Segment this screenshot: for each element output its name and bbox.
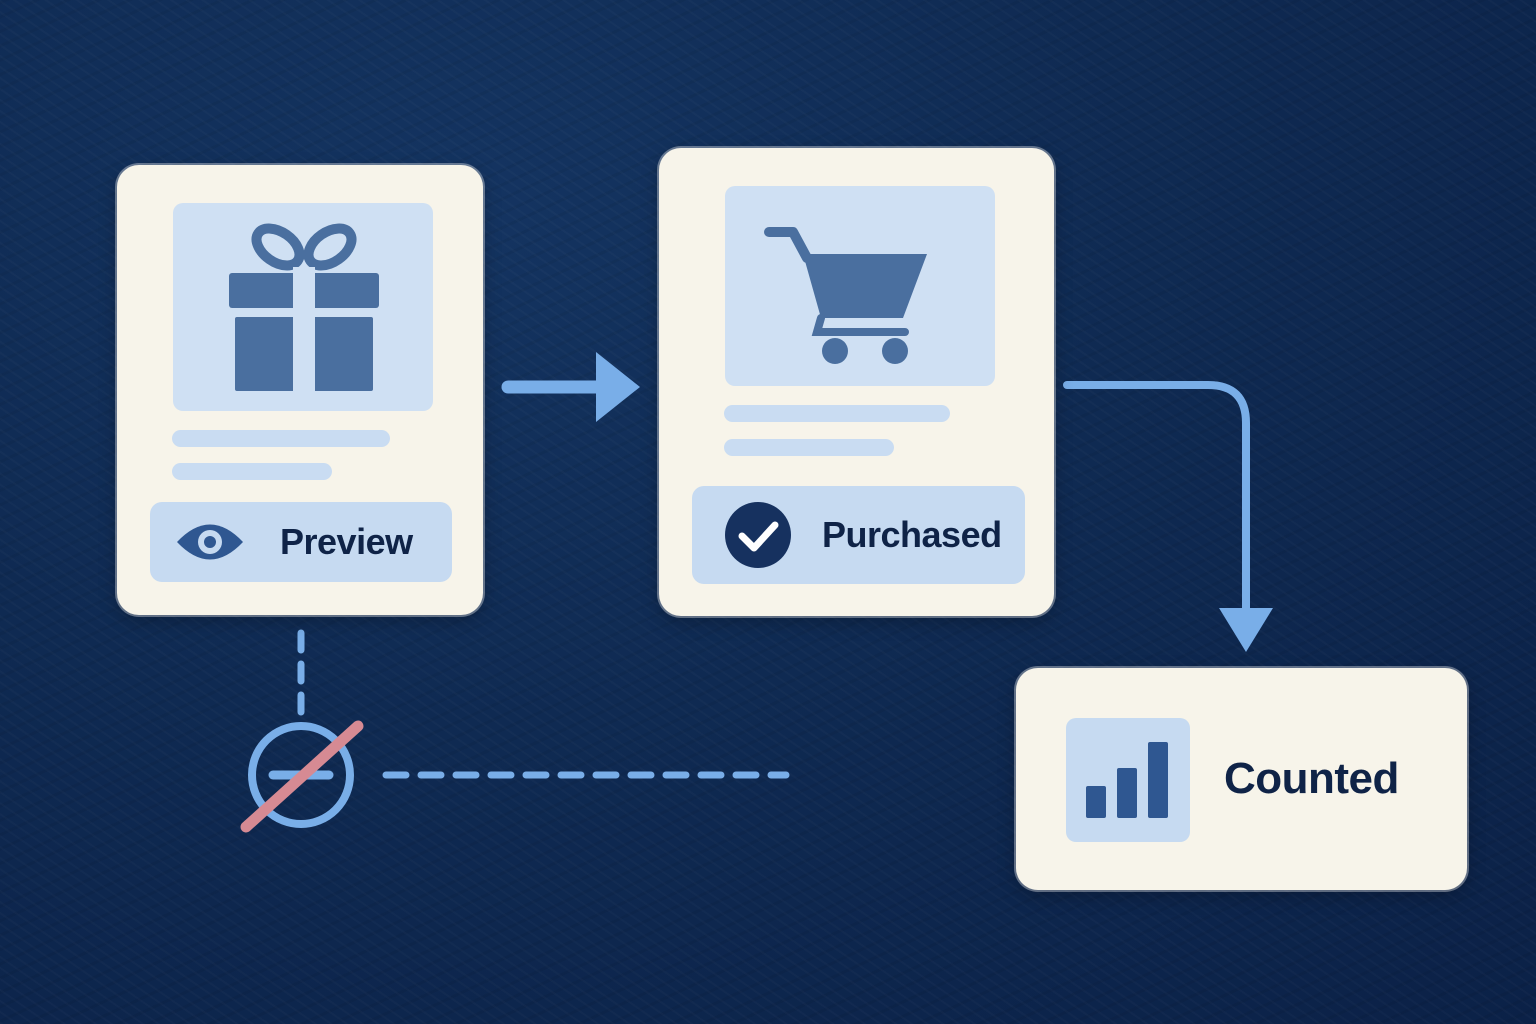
preview-text-line-1 [172,430,390,447]
purchased-image-panel [725,186,995,386]
arrow-preview-to-purchased [501,352,640,422]
cart-icon [764,227,927,364]
counted-card: Counted [1016,668,1467,890]
purchased-status: Purchased [692,486,1025,584]
preview-text-line-2 [172,463,332,480]
preview-label: Preview [280,521,413,562]
dashed-branch-not-counted [297,629,790,779]
check-circle-icon [725,502,791,568]
purchased-text-line-1 [724,405,950,422]
bar-chart-icon [1086,742,1168,818]
counted-label: Counted [1224,754,1399,803]
blocked-minus-icon [240,720,364,833]
purchased-card: Purchased [659,148,1054,616]
preview-image-panel [173,203,433,411]
purchased-label: Purchased [822,514,1002,555]
eye-icon [177,524,243,560]
arrow-purchased-to-counted [1063,381,1273,652]
preview-card: Preview [117,165,483,615]
preview-status: Preview [150,502,452,582]
gift-icon [229,223,379,393]
counted-icon-box [1066,718,1190,842]
purchased-text-line-2 [724,439,894,456]
